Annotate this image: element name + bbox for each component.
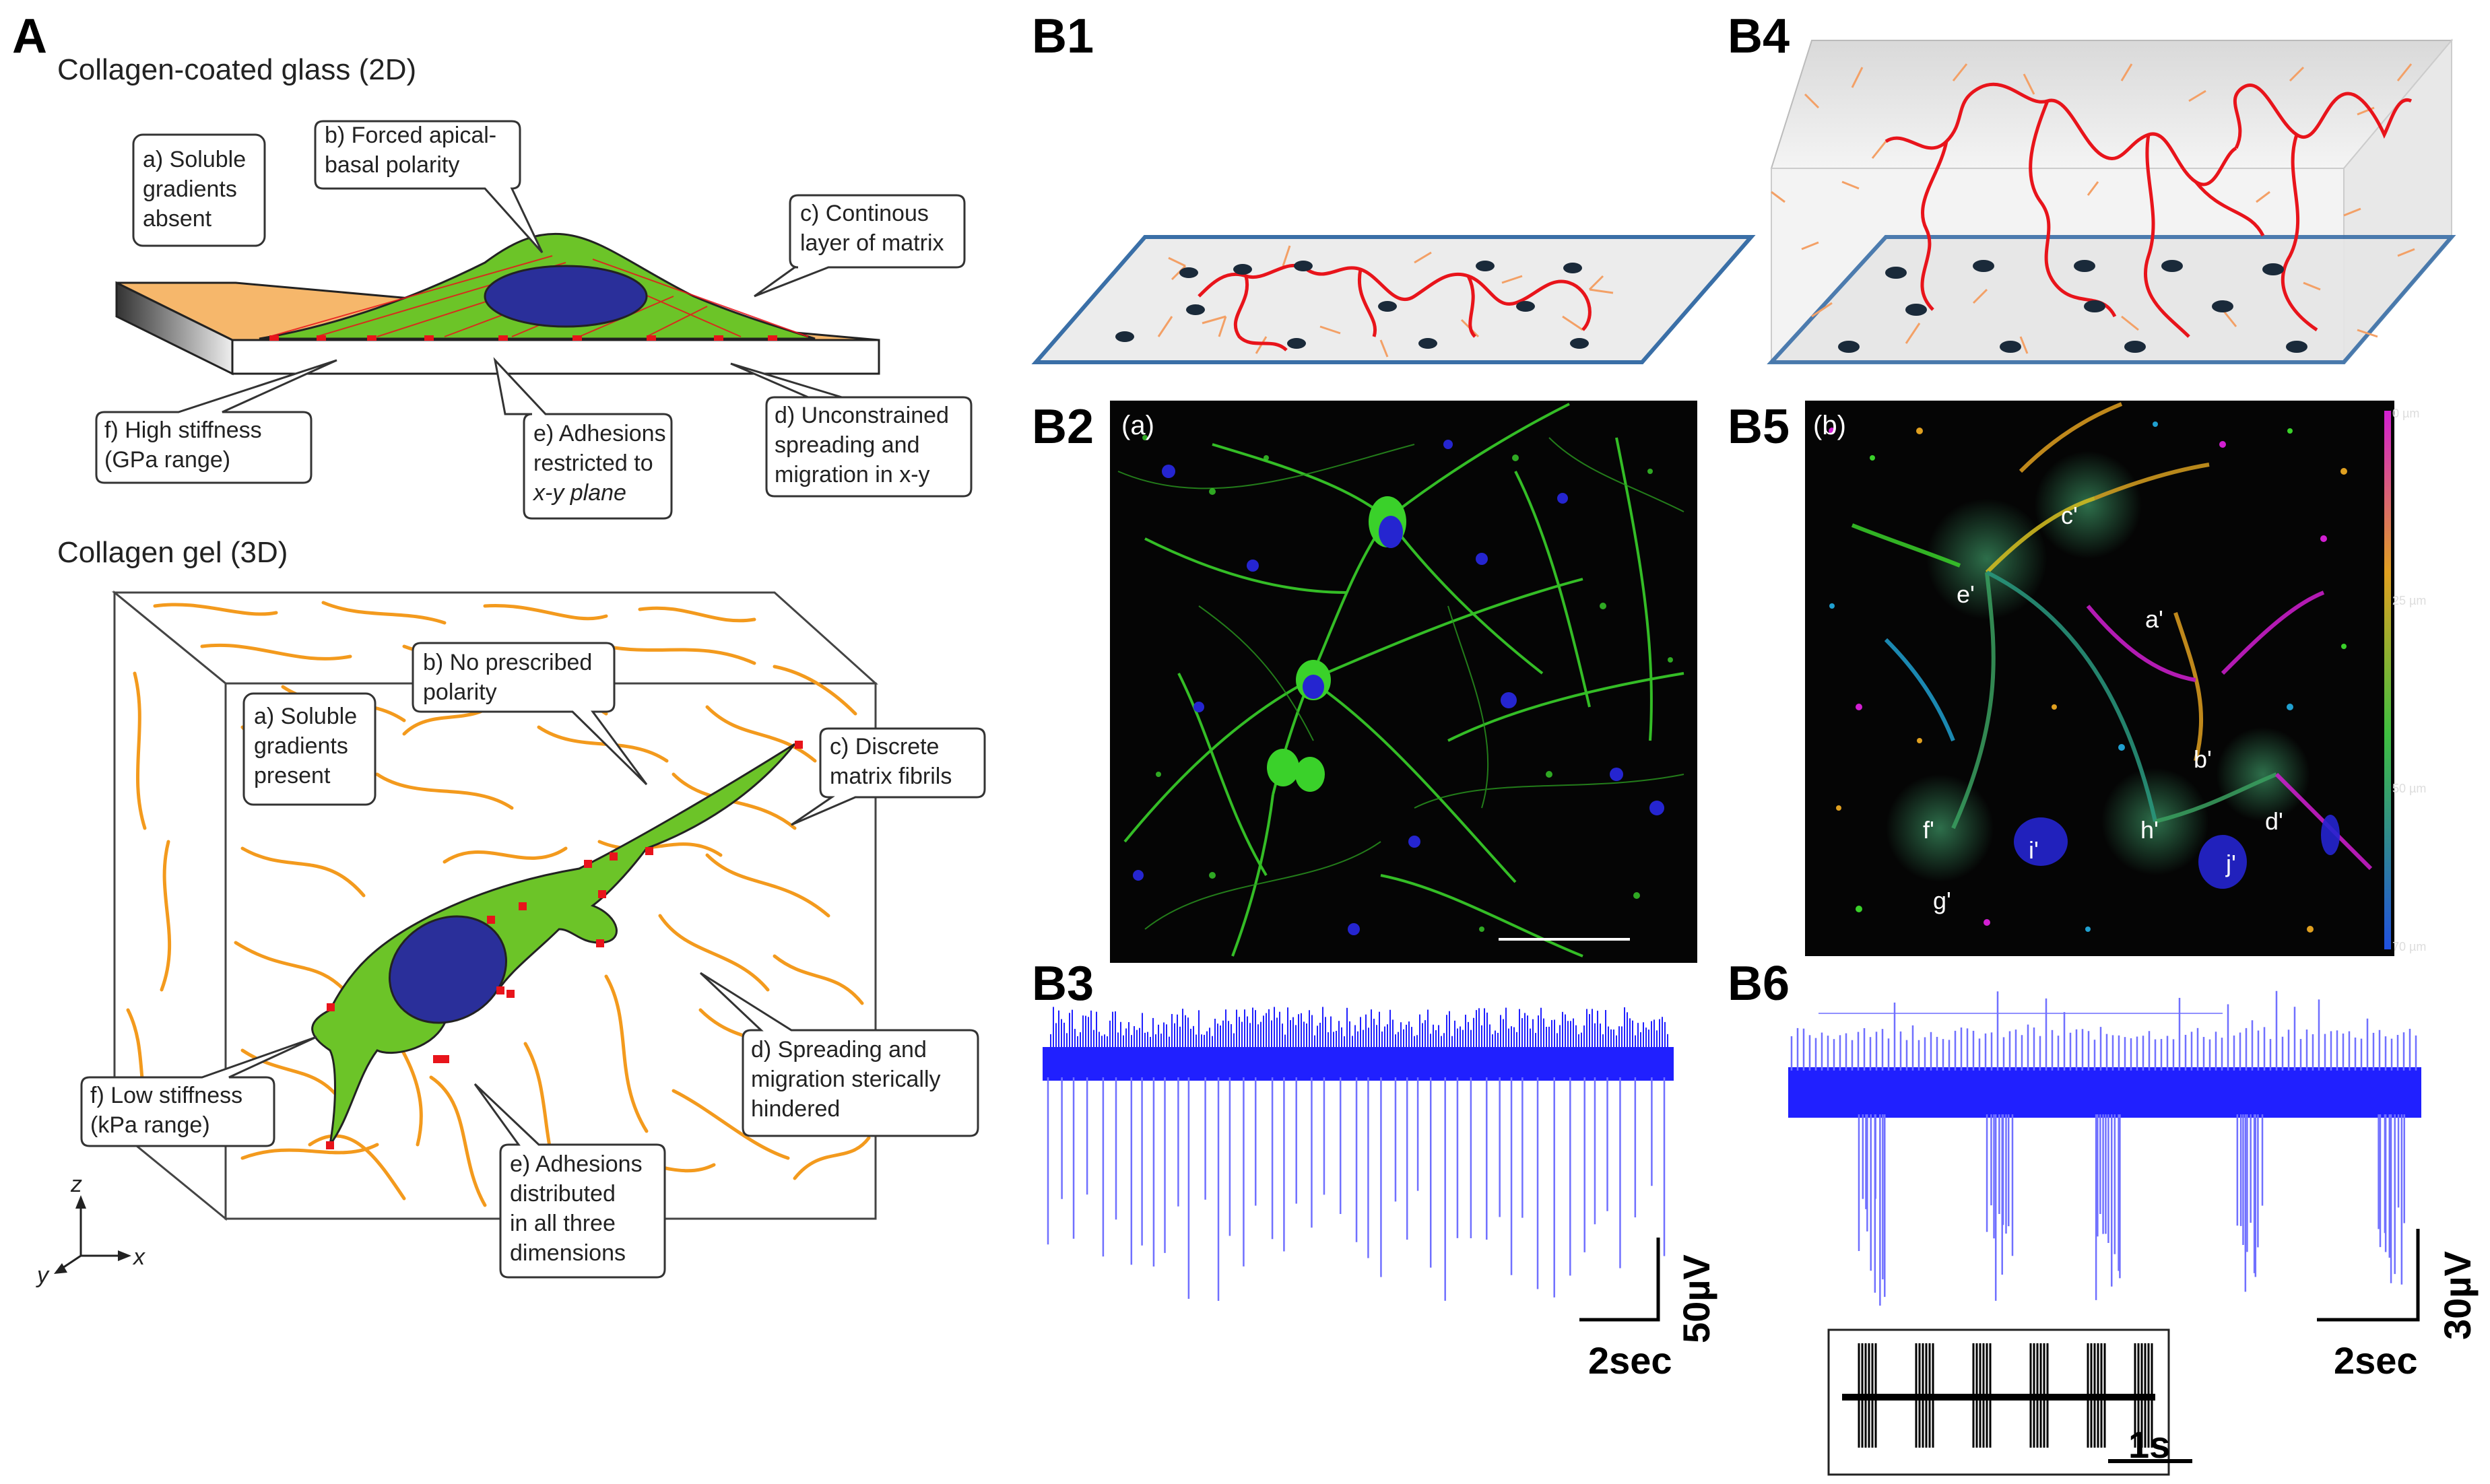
b5-cell-e: e' <box>1957 580 1975 608</box>
b4-gel-box <box>1767 38 2456 364</box>
panel-label-b4: B4 <box>1728 9 1790 63</box>
b6-recording: 2sec 30µV 1s <box>1788 990 2479 1476</box>
b3-upward-spikes <box>1050 1007 1668 1050</box>
callout-2d-f: f) High stiffness(GPa range) <box>95 359 337 484</box>
panel-label-b6: B6 <box>1728 957 1790 1011</box>
b3-scale-time: 2sec <box>1588 1339 1672 1382</box>
b4-neurites <box>1771 63 2415 354</box>
xyz-axes <box>54 1195 131 1274</box>
nucleus-3d <box>389 915 507 1024</box>
b6-inset-scale: 1s <box>2128 1423 2170 1466</box>
b6-spikes <box>1790 990 2417 1306</box>
panel-label-b5: B5 <box>1728 400 1790 454</box>
b6-inset-bursts <box>1858 1343 2153 1448</box>
panel-label-a: A <box>12 9 47 63</box>
b3-scale-bar <box>1579 1238 1660 1322</box>
title-3d: Collagen gel (3D) <box>57 536 288 569</box>
b5-cell-i: i' <box>2029 836 2039 864</box>
b5-depth-50: 50 µm <box>2392 782 2426 795</box>
b1-neuron <box>1198 263 1592 351</box>
title-2d: Collagen-coated glass (2D) <box>57 53 416 86</box>
svg-text:f) High stiffness(GPa range): f) High stiffness(GPa range) <box>104 417 262 473</box>
b6-scale-voltage: 30µV <box>2436 1251 2479 1340</box>
panel-label-b2: B2 <box>1032 400 1094 454</box>
b4-neuron <box>1885 82 2413 338</box>
b4-electrodes <box>1838 260 2307 353</box>
b5-cell-g: g' <box>1933 887 1951 914</box>
b3-spikes <box>1047 1077 1666 1302</box>
b2-micrograph: (a) <box>1110 401 1697 963</box>
b1-electrodes <box>1115 261 1589 349</box>
b5-label: (b) <box>1813 411 1846 440</box>
b5-cell-f: f' <box>1923 816 1934 844</box>
axis-z-label: z <box>70 1172 82 1197</box>
callout-3d-f: f) Low stiffness(kPa range) <box>80 1036 317 1147</box>
nucleus-2d <box>484 265 648 328</box>
b5-depth-25: 25 µm <box>2392 594 2426 607</box>
b6-scale-bar <box>2317 1229 2420 1322</box>
b2-label: (a) <box>1121 411 1154 440</box>
b5-cell-b: b' <box>2194 745 2212 773</box>
b3-recording: 2sec 50µV <box>1043 1007 1717 1382</box>
cell-3d <box>311 741 803 1149</box>
axis-x-label: x <box>132 1244 145 1270</box>
callout-2d-b: b) Forced apical-basal polarity <box>314 120 544 254</box>
b5-cell-h: h' <box>2140 816 2159 844</box>
b5-cell-c: c' <box>2061 502 2078 529</box>
svg-text:f) Low stiffness(kPa range): f) Low stiffness(kPa range) <box>90 1083 242 1138</box>
cell-2d <box>259 232 816 341</box>
b5-depth-70: 70 µm <box>2392 940 2426 953</box>
b5-cell-a: a' <box>2145 605 2163 633</box>
panel-label-b1: B1 <box>1032 9 1094 63</box>
b5-micrograph: (b) c' e' a' b' d' f' h' i' j' g' 0 µm 2… <box>1805 401 2426 956</box>
svg-text:b) Forced apical-basal polarit: b) Forced apical-basal polarity <box>325 123 496 178</box>
b5-depth-0: 0 µm <box>2392 407 2419 420</box>
b3-scale-voltage: 50µV <box>1675 1254 1717 1343</box>
axis-y-label: y <box>36 1262 50 1288</box>
b5-depth-scale <box>2384 411 2391 949</box>
b5-cell-d: d' <box>2265 807 2283 835</box>
b5-cell-j: j' <box>2225 850 2236 877</box>
b6-scale-time: 2sec <box>2334 1339 2418 1382</box>
b6-inset: 1s <box>1827 1328 2192 1476</box>
b1-substrate <box>1031 235 1756 364</box>
panel-label-b3: B3 <box>1032 957 1094 1011</box>
